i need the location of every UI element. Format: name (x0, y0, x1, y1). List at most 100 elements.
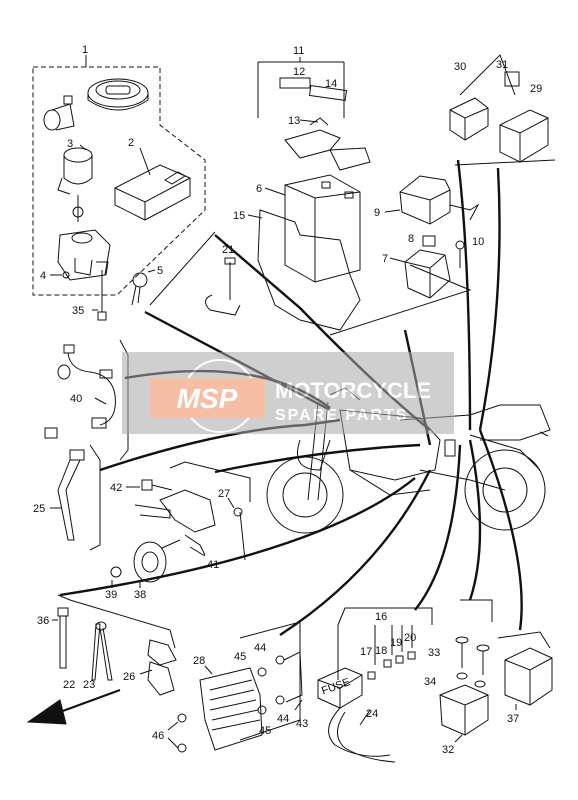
callout-12: 12 (293, 66, 305, 78)
callout-bracket-25 (89, 444, 101, 551)
callout-13: 13 (288, 115, 300, 127)
callout-37: 37 (507, 713, 519, 725)
bolt-42-part (141, 479, 173, 491)
clamp-26-part (147, 639, 177, 696)
front-direction-arrow-shaft (59, 689, 121, 713)
callout-45-b: 45 (259, 725, 271, 737)
callout-40: 40 (70, 393, 82, 405)
nut-39 (110, 566, 122, 578)
callout-frame-bottom-left (57, 594, 176, 649)
callout-numbers: 1 2 3 4 5 6 7 8 9 10 11 12 13 14 15 16 1… (33, 44, 542, 756)
leader-15 (247, 214, 263, 219)
washer-34-a (456, 672, 468, 680)
battery-band-part (284, 129, 341, 159)
washer-45-b (257, 705, 267, 715)
leader-32 (454, 734, 463, 743)
key-part (131, 272, 148, 306)
regulator-28-part (199, 667, 263, 751)
watermark-line2: SPARE PARTS (275, 407, 408, 424)
callout-19: 19 (390, 637, 402, 649)
callout-16: 16 (375, 611, 387, 623)
leader-43 (294, 699, 303, 711)
callout-15: 15 (233, 210, 245, 222)
bolt-4 (62, 271, 70, 279)
callout-39: 39 (105, 589, 117, 601)
seat-lock-part (43, 95, 75, 131)
relay-32-part (439, 684, 489, 736)
watermark: MSP MOTORCYCLE SPARE PARTS (122, 352, 454, 434)
screw-27 (239, 511, 246, 561)
relay-37-part (504, 647, 553, 706)
callout-32: 32 (442, 744, 454, 756)
callout-8: 8 (408, 233, 414, 245)
callout-frame-battery (329, 264, 472, 336)
callout-25: 25 (33, 503, 45, 515)
screw-27-head (233, 507, 243, 517)
callout-43: 43 (296, 718, 308, 730)
cable-tie-22-23-part (91, 621, 113, 681)
callout-28: 28 (193, 655, 205, 667)
part-14 (308, 84, 348, 102)
callout-10: 10 (472, 236, 484, 248)
cable-tie-25-part (57, 449, 85, 541)
callout-1: 1 (82, 44, 88, 56)
horn-bracket-41-part (134, 489, 216, 556)
bolt-35-head (97, 311, 107, 321)
callout-frame-29 (454, 159, 556, 166)
washer-34-b (474, 680, 486, 688)
leader-2 (139, 147, 151, 176)
callout-44-b: 44 (277, 713, 289, 725)
callout-20: 20 (404, 632, 416, 644)
nut-46-a (177, 713, 187, 723)
callout-11: 11 (293, 45, 304, 57)
callout-38: 38 (134, 589, 146, 601)
callout-frame-32 (460, 599, 493, 622)
callout-9: 9 (374, 207, 380, 219)
leader-28 (204, 665, 213, 675)
callout-6: 6 (256, 183, 262, 195)
callout-22: 22 (63, 679, 75, 691)
callout-46: 46 (152, 730, 164, 742)
screw-10 (455, 240, 465, 250)
leader-9 (384, 209, 401, 213)
part-12 (279, 77, 311, 89)
callout-30: 30 (454, 61, 466, 73)
leader-6 (264, 187, 286, 196)
callout-frame-regulator (239, 621, 301, 741)
horn-38-part (133, 539, 181, 583)
leader-7 (389, 257, 406, 263)
callout-31: 31 (496, 59, 508, 71)
battery-part (284, 174, 361, 283)
callout-frame-fuse (337, 607, 433, 626)
leader-3 (79, 144, 87, 151)
leader-26 (139, 669, 153, 675)
callout-35: 35 (72, 305, 84, 317)
nut-46-b (177, 743, 187, 753)
watermark-logo-box (150, 378, 265, 418)
callout-24: 24 (366, 708, 378, 720)
leader-40 (94, 397, 107, 405)
callout-7: 7 (382, 253, 388, 265)
battery-box-part (257, 209, 361, 331)
callout-frame-21 (149, 231, 216, 306)
callout-34: 34 (424, 676, 436, 688)
callout-17: 17 (360, 646, 372, 658)
main-switch-lock-part (87, 78, 149, 111)
fuse-box-label: FUSE (320, 676, 352, 697)
callout-44-a: 44 (254, 642, 266, 654)
connector-30-part (449, 97, 489, 141)
callout-21: 21 (222, 244, 234, 256)
module-2-part (114, 164, 191, 221)
callout-frame-37 (497, 631, 551, 649)
washer-45-a (257, 667, 267, 677)
fuse-20 (407, 651, 416, 660)
cable-tie-36-part (57, 607, 69, 669)
leader-41 (189, 546, 206, 557)
relay-9-part (399, 175, 480, 225)
callout-26: 26 (123, 671, 135, 683)
bolt-43 (283, 651, 303, 703)
callout-4: 4 (40, 270, 46, 282)
callout-36: 36 (37, 615, 49, 627)
front-direction-arrow-head (26, 699, 67, 725)
